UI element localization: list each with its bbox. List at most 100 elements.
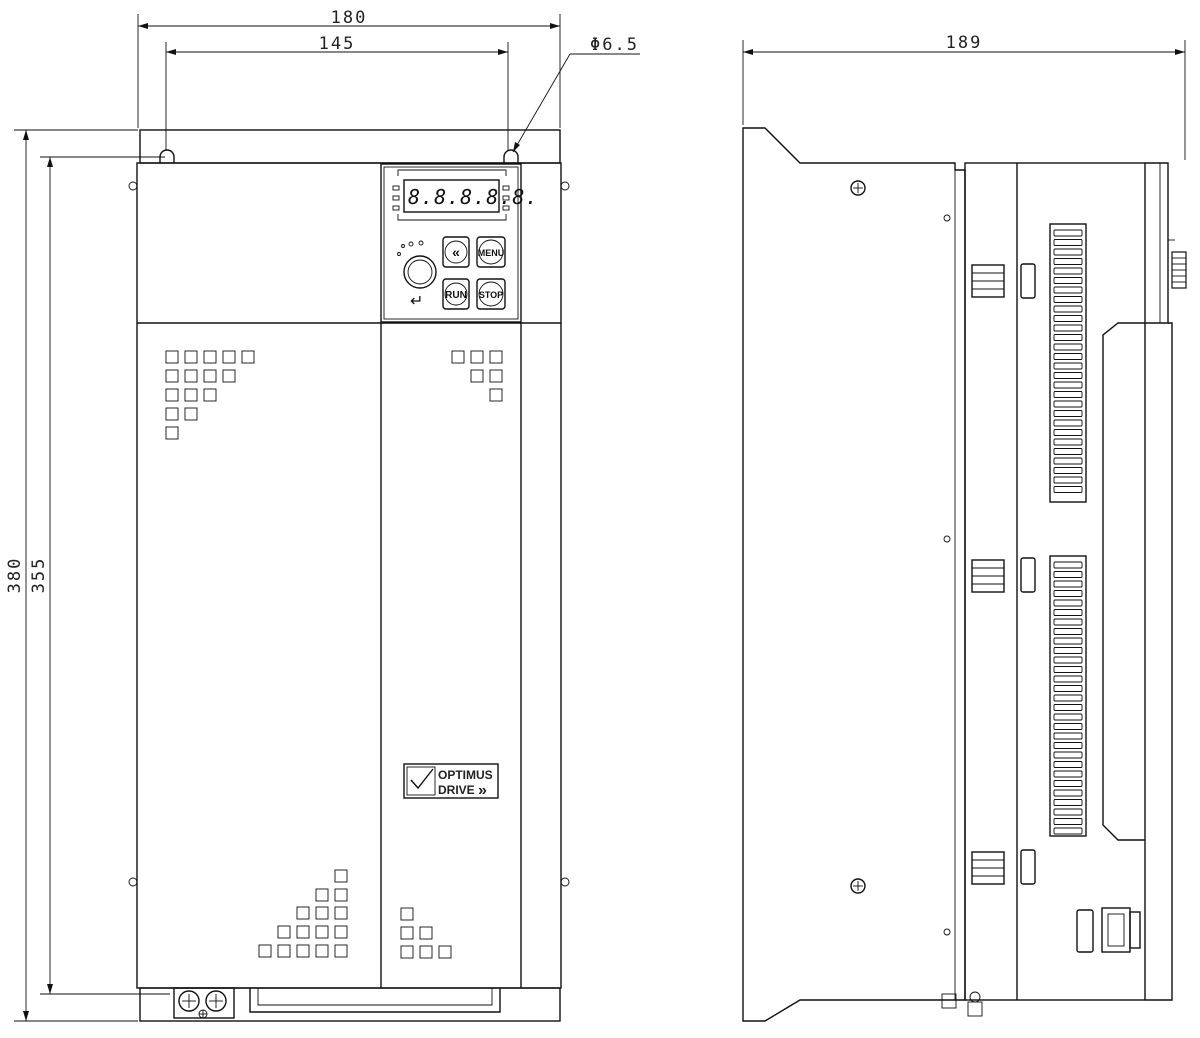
vent-square [400, 945, 414, 959]
vent-square [184, 407, 198, 421]
fin-slot [1053, 438, 1083, 446]
stop-key-label: STOP [479, 290, 503, 300]
fin-slot [1053, 372, 1083, 379]
vent-square [277, 944, 291, 958]
vent-square [165, 350, 179, 364]
fin-slot [1053, 353, 1083, 360]
run-key-label: RUN [445, 290, 467, 301]
vent-square [222, 350, 236, 364]
logo-arrows: » [478, 782, 487, 799]
fin-slot [1053, 789, 1083, 797]
fin-slot [1053, 751, 1083, 759]
run-key[interactable]: RUN [442, 278, 470, 310]
dim-side-depth: 189 [946, 33, 983, 53]
fin-slot [1053, 685, 1083, 692]
fin-slot [1053, 713, 1083, 721]
vent-square [334, 906, 348, 920]
stop-key[interactable]: STOP [476, 278, 506, 310]
led-display: 8.8.8.8.8. [408, 185, 538, 209]
vent-square [489, 369, 503, 383]
optimus-drive-logo: OPTIMUS DRIVE » [403, 763, 499, 799]
fin-slot [1053, 723, 1083, 730]
fin-slot [1053, 305, 1083, 313]
fin-slot [1053, 637, 1083, 645]
potentiometer-knob[interactable] [403, 255, 437, 289]
vent-square [315, 944, 329, 958]
enter-icon: ↵ [410, 293, 423, 310]
fin-slot [1053, 457, 1083, 465]
vent-square [489, 350, 503, 364]
vent-square [203, 369, 217, 383]
fin-slot [1053, 666, 1083, 673]
fin-slot [1053, 580, 1083, 588]
fin-slot [1053, 628, 1083, 635]
vent-square [165, 388, 179, 402]
vent-square [222, 369, 236, 383]
vent-square [334, 888, 348, 902]
vent-square [489, 388, 503, 402]
fin-slot [1053, 476, 1083, 484]
fin-slot [1053, 618, 1083, 626]
fin-slot [1053, 315, 1083, 322]
vent-square [334, 925, 348, 939]
fin-slot [1053, 324, 1083, 332]
fin-slot [1053, 808, 1083, 816]
fin-slot [1053, 277, 1083, 284]
fin-slot [1053, 334, 1083, 341]
vent-square [315, 888, 329, 902]
fin-slot [1053, 818, 1083, 825]
vent-square [184, 369, 198, 383]
fin-slot [1053, 448, 1083, 455]
vent-square [451, 350, 465, 364]
side-view: 189 [742, 33, 1187, 1022]
fin-slot [1053, 296, 1083, 303]
fin-slot [1053, 590, 1083, 597]
menu-key[interactable]: MENU [476, 236, 506, 268]
dim-mount-height: 355 [29, 557, 49, 594]
fin-slot [1053, 780, 1083, 787]
vent-pattern [165, 350, 503, 959]
fin-slot [1053, 248, 1083, 256]
fin-slot [1053, 419, 1083, 427]
shift-key-label: « [452, 244, 460, 260]
fin-slot [1053, 770, 1083, 778]
vent-square [203, 350, 217, 364]
logo-line1: OPTIMUS [438, 768, 493, 782]
front-view [128, 129, 570, 1022]
fin-slot [1053, 258, 1083, 265]
vent-square [258, 944, 272, 958]
dim-hole-diameter: Φ6.5 [590, 35, 639, 55]
fin-slot [1053, 400, 1083, 408]
fin-slot [1053, 267, 1083, 275]
vent-square [400, 907, 414, 921]
fin-slot [1053, 239, 1083, 246]
vent-square [184, 350, 198, 364]
vent-square [470, 350, 484, 364]
front-dimensions: 180 145 Φ6.5 380 355 [5, 8, 640, 1022]
fin-slot [1053, 391, 1083, 398]
fin-slot [1053, 609, 1083, 616]
fin-slot [1053, 827, 1083, 835]
fin-slot [1053, 571, 1083, 578]
vent-square [184, 388, 198, 402]
dim-front-width: 180 [331, 8, 368, 28]
vent-square [334, 869, 348, 883]
fin-slot [1053, 656, 1083, 664]
keypad: 8.8.8.8.8. ↵ « MENU RUN [380, 163, 538, 323]
fin-slot [1053, 761, 1083, 768]
fin-slot [1053, 410, 1083, 417]
vent-square [419, 926, 433, 940]
vent-square [438, 945, 452, 959]
fin-slot [1053, 286, 1083, 294]
fin-slot [1053, 647, 1083, 654]
fin-slot [1053, 381, 1083, 389]
shift-key[interactable]: « [442, 236, 470, 268]
vent-square [296, 906, 310, 920]
fin-slot [1053, 675, 1083, 683]
cooling-fins [1053, 229, 1083, 835]
vent-square [296, 925, 310, 939]
menu-key-label: MENU [478, 248, 505, 258]
fin-slot [1053, 343, 1083, 351]
dim-overall-height: 380 [5, 557, 25, 594]
